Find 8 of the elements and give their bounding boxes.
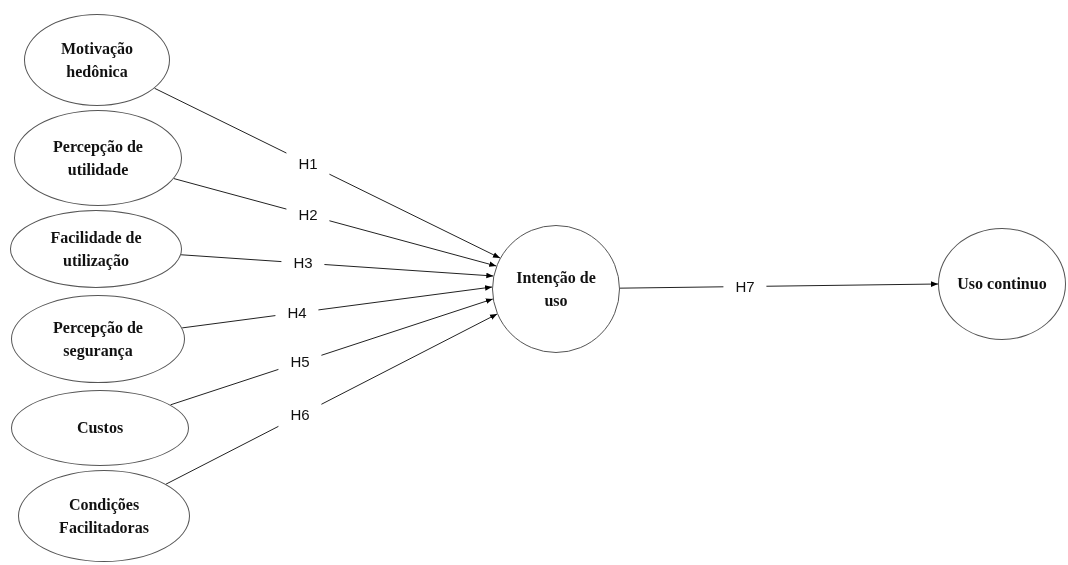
node-label: Percepção de utilidade (52, 136, 144, 180)
node-label: Motivação hedônica (60, 38, 134, 82)
node-label: Uso continuo (957, 274, 1047, 295)
node-label: Intenção de uso (515, 267, 597, 311)
node-label: Custos (76, 418, 124, 439)
node-label: Condições Facilitadoras (58, 494, 150, 538)
node-label: Percepção de segurança (52, 317, 144, 362)
node-label: Facilidade de utilização (49, 227, 143, 272)
